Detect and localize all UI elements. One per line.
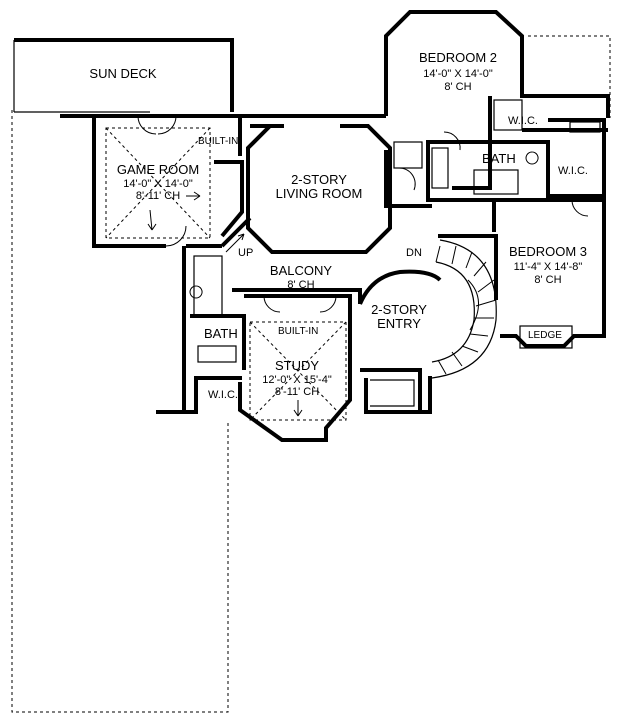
bedroom-3-size: 11'-4" X 14'-8" — [514, 261, 583, 273]
sun-deck-label: SUN DECK — [89, 66, 157, 81]
bath-left-label: BATH — [204, 326, 238, 341]
wic-bottom-label: W.I.C. — [208, 389, 238, 401]
bedroom-2-ceiling: 8' CH — [444, 81, 471, 93]
entry-label-1: 2-STORY — [371, 302, 427, 317]
study-label: STUDY — [275, 358, 319, 373]
game-room-label: GAME ROOM — [117, 162, 199, 177]
spiral-stair — [431, 234, 498, 379]
lower-level-outline — [11, 35, 611, 713]
bath-top-label: BATH — [482, 151, 516, 166]
study-size: 12'-0" X 15'-4" — [262, 374, 332, 386]
bedroom-2 — [384, 10, 610, 208]
study-block — [156, 294, 352, 442]
ledge-label: LEDGE — [528, 330, 562, 341]
living-room-label-1: 2-STORY — [291, 172, 347, 187]
entry-label-2: ENTRY — [377, 316, 421, 331]
bedroom-3 — [492, 198, 606, 349]
dn-label: DN — [406, 247, 422, 259]
bedroom-2-size: 14'-0" X 14'-0" — [423, 68, 493, 80]
balcony-label: BALCONY — [270, 263, 332, 278]
built-in-top-label: BUILT-IN — [198, 136, 238, 147]
bedroom-2-label: BEDROOM 2 — [419, 50, 497, 65]
living-room-label-2: LIVING ROOM — [276, 186, 363, 201]
study-ceiling: 8'-11' CH — [275, 386, 319, 398]
sun-deck — [13, 38, 234, 113]
wic-top-label: W.I.C. — [508, 115, 538, 127]
balcony-ceiling: 8' CH — [287, 279, 314, 291]
built-in-study-label: BUILT-IN — [278, 326, 318, 337]
bedroom-3-label: BEDROOM 3 — [509, 244, 587, 259]
bedroom-3-ceiling: 8' CH — [534, 274, 561, 286]
up-label: UP — [238, 247, 253, 259]
stair-arrows — [147, 191, 303, 417]
living-room — [246, 124, 392, 254]
game-room — [60, 114, 386, 248]
game-room-size: 14'-0" X 14'-0" — [123, 178, 193, 190]
game-room-ceiling: 8'-11' CH — [136, 190, 180, 202]
wic-right-label: W.I.C. — [558, 165, 588, 177]
